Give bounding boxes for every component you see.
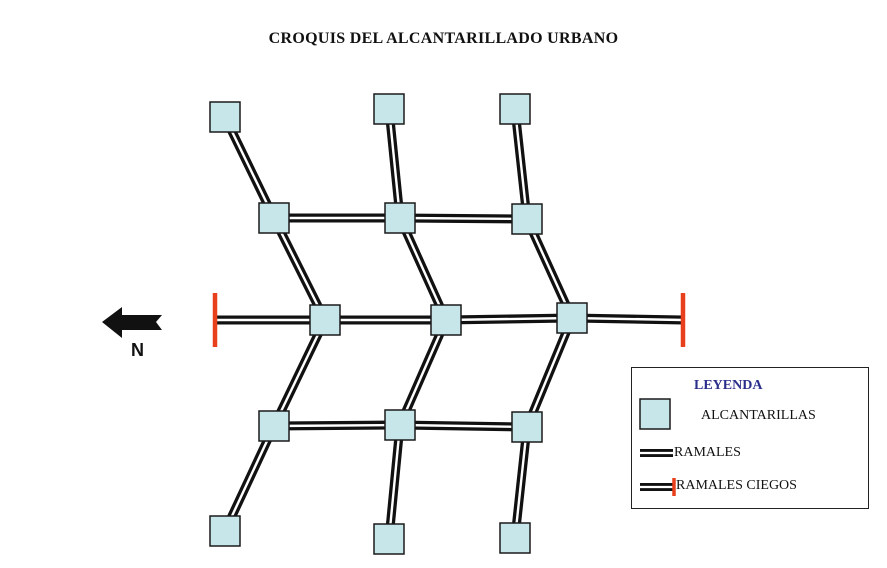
pipe-segment — [395, 318, 451, 427]
sewer-node — [373, 523, 405, 555]
pipe-segment — [384, 424, 405, 540]
dead-end-branch-icon — [640, 478, 676, 496]
pipe-segment — [220, 115, 279, 220]
sewer-node — [384, 202, 416, 234]
sewer-node — [258, 202, 290, 234]
legend-box: LEYENDA ALCANTARILLAS RAMALES RAMALES CI… — [631, 367, 869, 509]
sewer-node — [511, 203, 543, 235]
legend-label-ramales: RAMALES — [674, 445, 741, 460]
pipe-segment — [269, 318, 330, 428]
north-label: N — [131, 340, 144, 360]
pipe-segment — [269, 215, 330, 323]
sewer-node — [209, 101, 241, 133]
legend-title: LEYENDA — [694, 378, 763, 393]
sewer-node — [499, 522, 531, 554]
sewer-node — [384, 409, 416, 441]
pipe-segment — [384, 108, 405, 219]
pipe-segment — [220, 424, 279, 533]
sewer-node — [511, 411, 543, 443]
sewer-nodes — [209, 93, 588, 555]
pipe-segment — [510, 108, 532, 220]
sewer-node — [373, 93, 405, 125]
pipe-segment — [395, 216, 451, 322]
pipe-segment — [399, 213, 528, 224]
sewer-node — [309, 304, 341, 336]
pipe-segment — [522, 316, 577, 429]
pipe-segment — [510, 426, 532, 539]
pipe-network — [215, 108, 684, 540]
pipe-segment — [273, 420, 401, 431]
sewer-box-icon — [639, 398, 671, 430]
sewer-node — [209, 515, 241, 547]
north-arrow-icon — [102, 307, 162, 338]
legend-label-ramales-ciegos: RAMALES CIEGOS — [676, 478, 797, 493]
legend-label-alcantarillas: ALCANTARILLAS — [701, 408, 816, 423]
branch-line-icon — [640, 449, 673, 457]
diagram-title: CROQUIS DEL ALCANTARILLADO URBANO — [268, 30, 619, 47]
pipe-segment — [571, 313, 684, 325]
pipe-segment — [445, 313, 573, 325]
pipe-segment — [522, 217, 577, 320]
pipe-segment — [399, 420, 528, 432]
sewer-node — [430, 304, 462, 336]
sewer-node — [499, 93, 531, 125]
sewer-node — [258, 410, 290, 442]
sewer-node — [556, 302, 588, 334]
north-arrow: N — [102, 307, 162, 360]
dead-end-markers — [212, 293, 686, 347]
